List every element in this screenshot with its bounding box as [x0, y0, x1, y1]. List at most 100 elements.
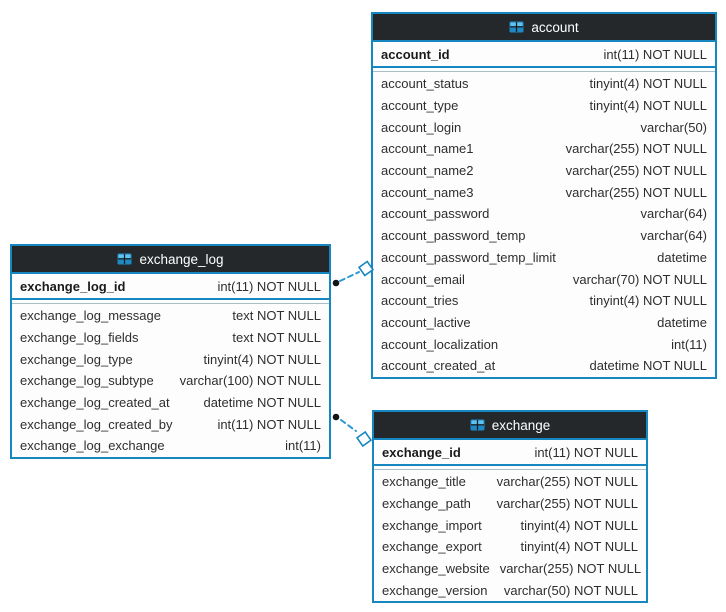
column-name: account_id: [381, 46, 450, 62]
table-row[interactable]: exchange_log_created_by int(11) NOT NULL: [12, 413, 329, 435]
column-name: account_name2: [381, 163, 474, 179]
column-type: int(11) NOT NULL: [603, 46, 707, 62]
column-name: exchange_log_type: [20, 351, 133, 367]
table-title: account: [531, 19, 579, 35]
column-name: account_email: [381, 271, 465, 287]
column-type: varchar(50) NOT NULL: [503, 582, 638, 598]
table-row[interactable]: account_name1 varchar(255) NOT NULL: [373, 138, 715, 160]
column-type: varchar(50): [640, 119, 707, 135]
column-name: exchange_log_created_at: [20, 395, 170, 411]
primary-key-row[interactable]: account_id int(11) NOT NULL: [373, 42, 715, 68]
primary-key-row[interactable]: exchange_log_id int(11) NOT NULL: [12, 274, 329, 300]
column-type: text NOT NULL: [232, 308, 321, 324]
column-type: varchar(255) NOT NULL: [565, 184, 707, 200]
column-name: account_created_at: [381, 358, 496, 374]
table-row[interactable]: exchange_log_fields text NOT NULL: [12, 327, 329, 349]
column-name: account_name3: [381, 184, 474, 200]
column-type: datetime: [657, 314, 707, 330]
column-type: int(11) NOT NULL: [217, 416, 321, 432]
column-name: exchange_log_id: [20, 278, 126, 294]
table-exchange[interactable]: exchange exchange_id int(11) NOT NULL ex…: [372, 410, 648, 604]
table-exchange-log[interactable]: exchange_log exchange_log_id int(11) NOT…: [10, 244, 331, 459]
column-type: varchar(100) NOT NULL: [179, 373, 321, 389]
table-title: exchange: [491, 417, 551, 433]
table-icon: [470, 419, 485, 431]
column-type: tinyint(4) NOT NULL: [520, 517, 638, 533]
table-header-account[interactable]: account: [373, 14, 715, 42]
table-header-exchange[interactable]: exchange: [374, 412, 646, 440]
table-row[interactable]: exchange_log_created_at datetime NOT NULL: [12, 392, 329, 414]
table-row[interactable]: exchange_import tinyint(4) NOT NULL: [374, 514, 646, 536]
relation-exchange-log-exchange[interactable]: [332, 413, 373, 448]
table-row[interactable]: account_email varchar(70) NOT NULL: [373, 268, 715, 290]
column-type: int(11) NOT NULL: [534, 444, 638, 460]
table-rows: account_status tinyint(4) NOT NULL accoun…: [373, 71, 715, 377]
column-name: exchange_import: [382, 517, 482, 533]
table-row[interactable]: exchange_title varchar(255) NOT NULL: [374, 471, 646, 493]
table-row[interactable]: exchange_website varchar(255) NOT NULL: [374, 558, 646, 580]
table-row[interactable]: account_password_temp varchar(64): [373, 225, 715, 247]
table-row[interactable]: account_name2 varchar(255) NOT NULL: [373, 160, 715, 182]
column-name: account_status: [381, 76, 469, 92]
relation-exchange-log-account[interactable]: [332, 260, 375, 287]
column-name: account_type: [381, 98, 459, 114]
table-row[interactable]: account_name3 varchar(255) NOT NULL: [373, 181, 715, 203]
table-row[interactable]: account_lactive datetime: [373, 312, 715, 334]
column-type: tinyint(4) NOT NULL: [589, 76, 707, 92]
column-type: varchar(255) NOT NULL: [496, 474, 638, 490]
table-row[interactable]: exchange_log_subtype varchar(100) NOT NUL…: [12, 370, 329, 392]
table-row[interactable]: account_login varchar(50): [373, 116, 715, 138]
column-type: varchar(255) NOT NULL: [565, 163, 707, 179]
column-type: datetime: [657, 249, 707, 265]
column-name: account_lactive: [381, 314, 471, 330]
column-type: varchar(64): [640, 228, 707, 244]
column-name: exchange_title: [382, 474, 466, 490]
column-type: varchar(255) NOT NULL: [499, 561, 642, 577]
column-type: datetime NOT NULL: [589, 358, 707, 374]
table-row[interactable]: account_created_at datetime NOT NULL: [373, 355, 715, 377]
table-row[interactable]: exchange_path varchar(255) NOT NULL: [374, 493, 646, 515]
column-name: exchange_path: [382, 496, 471, 512]
table-header-exchange-log[interactable]: exchange_log: [12, 246, 329, 274]
column-type: tinyint(4) NOT NULL: [589, 98, 707, 114]
primary-key-row[interactable]: exchange_id int(11) NOT NULL: [374, 440, 646, 466]
table-icon: [509, 21, 524, 33]
column-type: varchar(255) NOT NULL: [565, 141, 707, 157]
table-row[interactable]: account_status tinyint(4) NOT NULL: [373, 73, 715, 95]
column-name: account_password_temp: [381, 228, 526, 244]
column-name: exchange_website: [382, 561, 490, 577]
relation-endpoint-diamond: [355, 430, 373, 448]
column-type: varchar(255) NOT NULL: [496, 496, 638, 512]
table-account[interactable]: account account_id int(11) NOT NULL acco…: [371, 12, 717, 379]
column-name: exchange_id: [382, 444, 461, 460]
column-type: varchar(70) NOT NULL: [572, 271, 707, 287]
column-name: exchange_log_exchange: [20, 438, 165, 454]
column-name: account_localization: [381, 336, 499, 352]
column-name: exchange_log_created_by: [20, 416, 173, 432]
column-name: exchange_log_fields: [20, 330, 139, 346]
table-title: exchange_log: [139, 251, 224, 267]
column-type: tinyint(4) NOT NULL: [520, 539, 638, 555]
column-name: exchange_log_subtype: [20, 373, 154, 389]
column-name: account_login: [381, 119, 462, 135]
column-type: datetime NOT NULL: [203, 395, 321, 411]
column-type: varchar(64): [640, 206, 707, 222]
column-type: int(11) NOT NULL: [217, 278, 321, 294]
table-row[interactable]: account_type tinyint(4) NOT NULL: [373, 95, 715, 117]
relation-endpoint-dot: [332, 413, 340, 421]
column-type: int(11): [671, 336, 707, 352]
table-row[interactable]: account_localization int(11): [373, 333, 715, 355]
column-name: account_name1: [381, 141, 474, 157]
relation-endpoint-dot: [332, 279, 340, 287]
column-type: text NOT NULL: [232, 330, 321, 346]
